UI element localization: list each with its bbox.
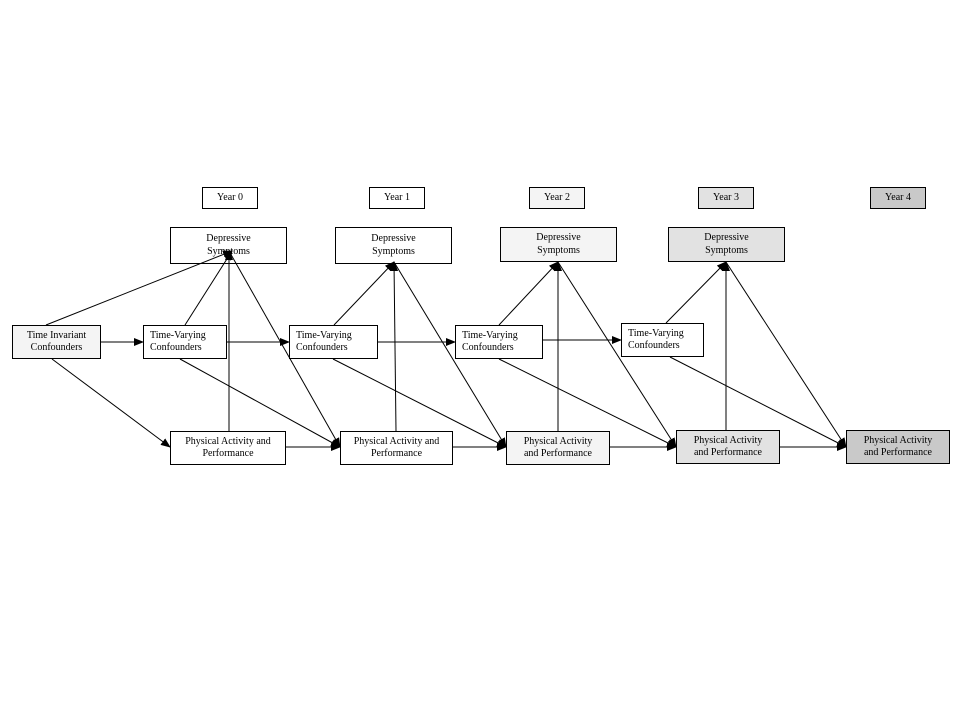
arrow-pa1-to-dep1 bbox=[390, 261, 399, 432]
arrow-tv2-to-dep2 bbox=[498, 261, 559, 326]
arrow-invariant-to-pa0 bbox=[51, 358, 171, 448]
physical-activity-year-0: Physical Activity and Performance bbox=[170, 431, 286, 465]
arrow-tv1-to-pa2 bbox=[332, 358, 507, 448]
depressive-symptoms-year-3: Depressive Symptoms bbox=[668, 227, 785, 262]
arrow-dep3-to-pa4 bbox=[725, 261, 847, 448]
arrow-invariant-to-dep0 bbox=[45, 250, 233, 326]
time-varying-confounders-year-0: Time-Varying Confounders bbox=[143, 325, 227, 359]
arrow-dep0-to-pa1 bbox=[228, 250, 341, 448]
physical-activity-year-1: Physical Activity and Performance bbox=[340, 431, 453, 465]
depressive-symptoms-year-1: Depressive Symptoms bbox=[335, 227, 452, 264]
year-header-1: Year 1 bbox=[369, 187, 425, 209]
arrow-tv3-to-pa4 bbox=[669, 356, 847, 448]
arrow-tv0-to-pa1 bbox=[179, 358, 341, 448]
arrow-tv3-to-dep3 bbox=[665, 261, 727, 324]
physical-activity-year-2: Physical Activity and Performance bbox=[506, 431, 610, 465]
time-varying-confounders-year-2: Time-Varying Confounders bbox=[455, 325, 543, 359]
year-header-3: Year 3 bbox=[698, 187, 754, 209]
year-header-4: Year 4 bbox=[870, 187, 926, 209]
year-header-2: Year 2 bbox=[529, 187, 585, 209]
time-varying-confounders-year-3: Time-Varying Confounders bbox=[621, 323, 704, 357]
year-header-0: Year 0 bbox=[202, 187, 258, 209]
depressive-symptoms-year-2: Depressive Symptoms bbox=[500, 227, 617, 262]
arrow-tv2-to-pa3 bbox=[498, 358, 677, 448]
physical-activity-year-4: Physical Activity and Performance bbox=[846, 430, 950, 464]
arrow-dep1-to-pa2 bbox=[393, 261, 507, 448]
arrow-tv0-to-dep0 bbox=[184, 250, 233, 326]
arrow-tv1-to-dep1 bbox=[333, 261, 395, 326]
time-varying-confounders-year-1: Time-Varying Confounders bbox=[289, 325, 378, 359]
arrow-dep2-to-pa3 bbox=[557, 261, 677, 448]
physical-activity-year-3: Physical Activity and Performance bbox=[676, 430, 780, 464]
time-invariant-confounders: Time Invariant Confounders bbox=[12, 325, 101, 359]
